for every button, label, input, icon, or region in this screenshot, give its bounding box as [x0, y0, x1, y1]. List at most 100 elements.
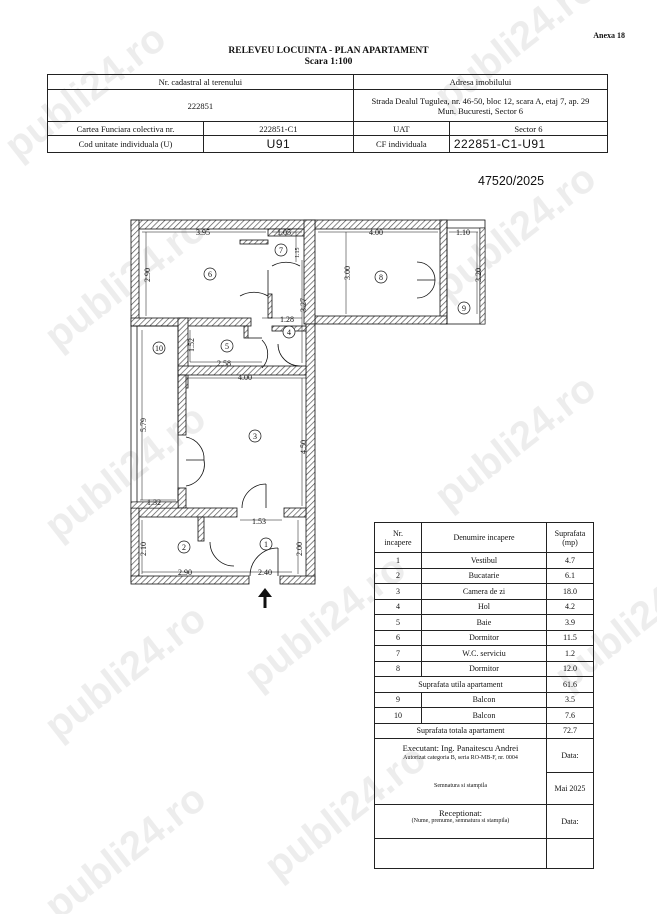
dimension-lines	[140, 231, 478, 574]
dim-label: 3.00	[343, 266, 352, 280]
address-line1: Strada Dealul Tugulea, nr. 46-50, bloc 1…	[371, 95, 590, 106]
dim-label: 1.52	[187, 338, 196, 352]
dim-label: 2.10	[139, 542, 148, 556]
dim-label: 4.00	[369, 228, 383, 237]
room-name: Dormitor	[421, 629, 547, 646]
balcony-10-parapet	[130, 501, 179, 509]
dim-label: 1.32	[147, 498, 161, 507]
balcony-9-parapet	[479, 227, 486, 325]
dim-label: 1.53	[252, 517, 266, 526]
dim-label: 1.05	[277, 228, 291, 237]
room-nr: 4	[374, 598, 422, 615]
dimension-labels: 3.95 1.05 1.15 4.00 1.10 2.90 3.00 3.20 …	[139, 228, 483, 577]
dim-label: 4.00	[238, 373, 252, 382]
room-number-markers	[152, 243, 471, 554]
document-title: RELEVEU LOCUINTA - PLAN APARTAMENT Scara…	[0, 46, 657, 68]
col-header-name: Denumire incapere	[421, 522, 547, 553]
room-area: 3.5	[546, 691, 594, 708]
room-name: Balcon	[421, 691, 547, 708]
executant-cell: Executant: Ing. Panaitescu Andrei Autori…	[374, 738, 547, 805]
room-area: 6.1	[546, 567, 594, 584]
room-number: 1	[264, 540, 268, 549]
cf-value: 222851-C1-U91	[448, 135, 609, 153]
room-name: Camera de zi	[421, 583, 547, 600]
col-header-area-line2: (mp)	[562, 537, 578, 547]
room-area: 18.0	[546, 583, 594, 600]
data-label: Data:	[546, 738, 594, 773]
room-number: 5	[225, 342, 229, 351]
room-area: 4.7	[546, 552, 594, 569]
dim-label: 5.79	[139, 418, 148, 432]
door-swings	[185, 261, 436, 577]
dim-label: 1.10	[456, 228, 470, 237]
room-name: W.C. serviciu	[421, 645, 547, 662]
utila-label: Suprafata utila apartament	[374, 676, 547, 693]
receptionat-data-label: Data:	[546, 804, 594, 839]
room-number: 3	[253, 432, 257, 441]
room-area: 12.0	[546, 660, 594, 677]
executant-name: Executant: Ing. Panaitescu Andrei	[402, 743, 519, 753]
room-name: Vestibul	[421, 552, 547, 569]
room-number: 2	[182, 543, 186, 552]
annex-label: Anexa 18	[593, 31, 625, 40]
col-header-area: Suprafata (mp)	[546, 522, 594, 553]
room-name: Bucatarie	[421, 567, 547, 584]
dim-label: 2.90	[143, 268, 152, 282]
room-number: 8	[379, 273, 383, 282]
room-number: 6	[208, 270, 212, 279]
address-line2: Mun. Bucuresti, Sector 6	[437, 105, 524, 116]
dim-label: 2.58	[217, 359, 231, 368]
room-name: Dormitor	[421, 660, 547, 677]
room-nr: 2	[374, 567, 422, 584]
cod-value: U91	[203, 135, 354, 153]
room-area: 3.9	[546, 614, 594, 631]
room-nr: 8	[374, 660, 422, 677]
title-scale: Scara 1:100	[304, 57, 353, 67]
dim-label: 2.90	[178, 568, 192, 577]
room-area: 7.6	[546, 707, 594, 724]
date-value: Mai 2025	[546, 772, 594, 805]
room-number: 4	[287, 328, 291, 337]
receptionat-cell: Receptionat: (Nume, prenume, semnatura s…	[374, 804, 547, 839]
utila-value: 61.6	[546, 676, 594, 693]
col-header-nr: Nr. incapere	[374, 522, 422, 553]
col-header-area-line1: Suprafata	[554, 528, 586, 538]
room-nr: 3	[374, 583, 422, 600]
executant-row: Executant: Ing. Panaitescu Andrei Autori…	[374, 738, 594, 805]
totala-value: 72.7	[546, 722, 594, 739]
receptionat-sub: (Nume, prenume, semnatura si stampila)	[411, 818, 510, 824]
room-number-labels: 1 2 3 4 5 6 7 8 9 10	[155, 246, 466, 552]
dim-label: 1.28	[280, 315, 294, 324]
totala-label: Suprafata totala apartament	[374, 722, 547, 739]
room-nr: 10	[374, 707, 422, 724]
room-area: 1.2	[546, 645, 594, 662]
dim-label: 3.27	[299, 298, 308, 312]
dim-label: 2.00	[295, 542, 304, 556]
room-nr: 7	[374, 645, 422, 662]
receptionat-blank	[374, 838, 547, 869]
title-line1: RELEVEU LOCUINTA - PLAN APARTAMENT	[228, 46, 429, 56]
receptionat-date-blank	[546, 838, 594, 869]
col-header-nr-line2: incapere	[384, 537, 412, 547]
room-area: 4.2	[546, 598, 594, 615]
room-name: Hol	[421, 598, 547, 615]
dim-label: 3.20	[474, 268, 483, 282]
room-nr: 1	[374, 552, 422, 569]
balcony-10-outline	[130, 325, 179, 509]
entrance-arrow-icon	[258, 588, 272, 608]
executant-signature-label: Semnatura si stampila	[434, 783, 487, 789]
room-nr: 6	[374, 629, 422, 646]
room-name: Baie	[421, 614, 547, 631]
